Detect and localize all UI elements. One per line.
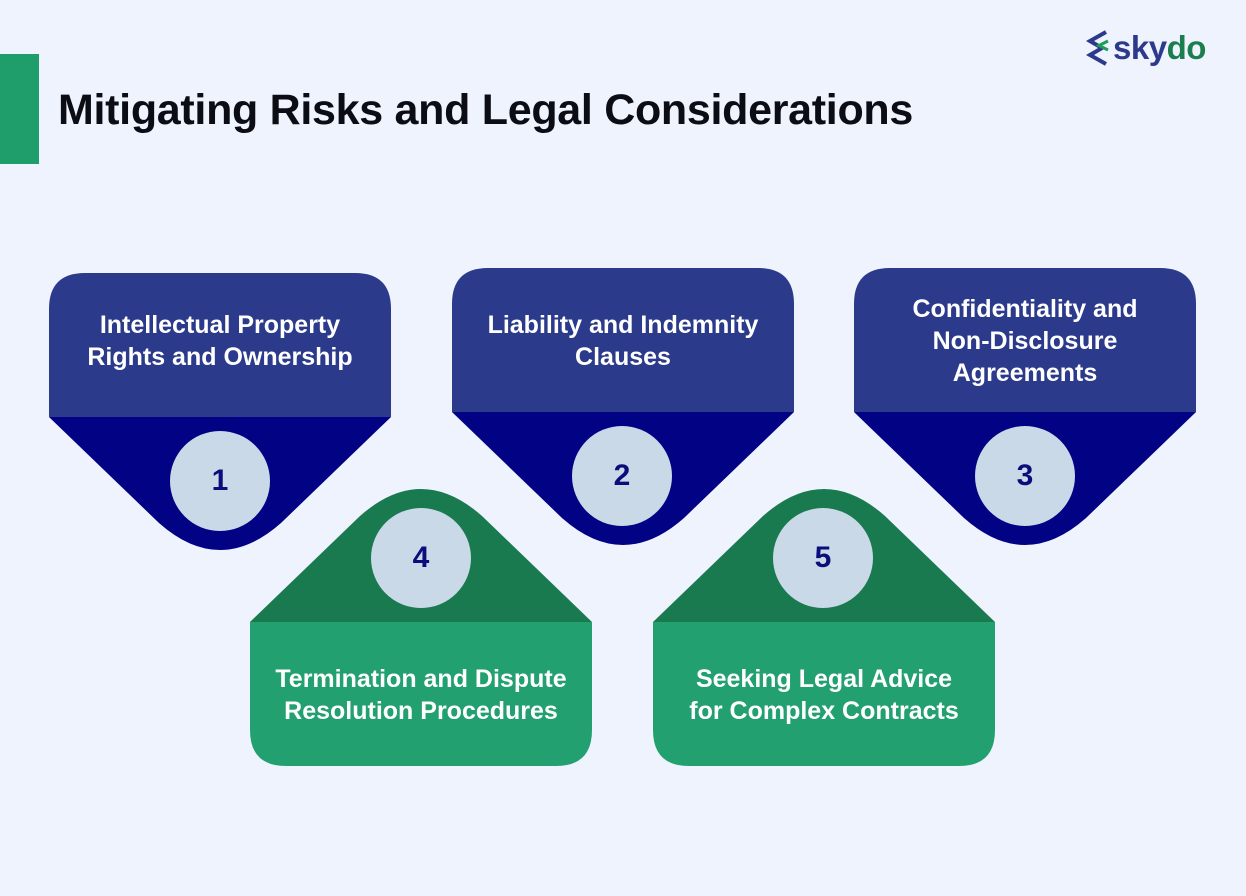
item-label: Termination and Dispute Resolution Proce… xyxy=(275,665,567,725)
skydo-chevrons-icon xyxy=(1085,30,1109,66)
item-card-3: Confidentiality and Non-Disclosure Agree… xyxy=(854,268,1196,546)
accent-bar xyxy=(0,54,39,164)
item-label: Seeking Legal Advice for Complex Contrac… xyxy=(689,665,959,725)
item-number-badge: 1 xyxy=(170,431,270,531)
page-title: Mitigating Risks and Legal Consideration… xyxy=(58,86,913,134)
item-number-badge: 5 xyxy=(773,508,873,608)
item-number-badge: 2 xyxy=(572,426,672,526)
item-card-1: Intellectual Property Rights and Ownersh… xyxy=(49,273,391,551)
logo-text: skydo xyxy=(1113,29,1206,66)
item-card-4: 4 Termination and Dispute Resolution Pro… xyxy=(250,488,592,766)
item-number-badge: 4 xyxy=(371,508,471,608)
item-card-2: Liability and Indemnity Clauses 2 xyxy=(452,268,794,546)
skydo-logo: skydo xyxy=(1084,28,1206,68)
item-label: Confidentiality and Non-Disclosure Agree… xyxy=(912,295,1138,387)
item-number-badge: 3 xyxy=(975,426,1075,526)
item-card-5: 5 Seeking Legal Advice for Complex Contr… xyxy=(653,488,995,766)
item-label: Liability and Indemnity Clauses xyxy=(487,311,759,371)
item-label: Intellectual Property Rights and Ownersh… xyxy=(87,311,353,371)
